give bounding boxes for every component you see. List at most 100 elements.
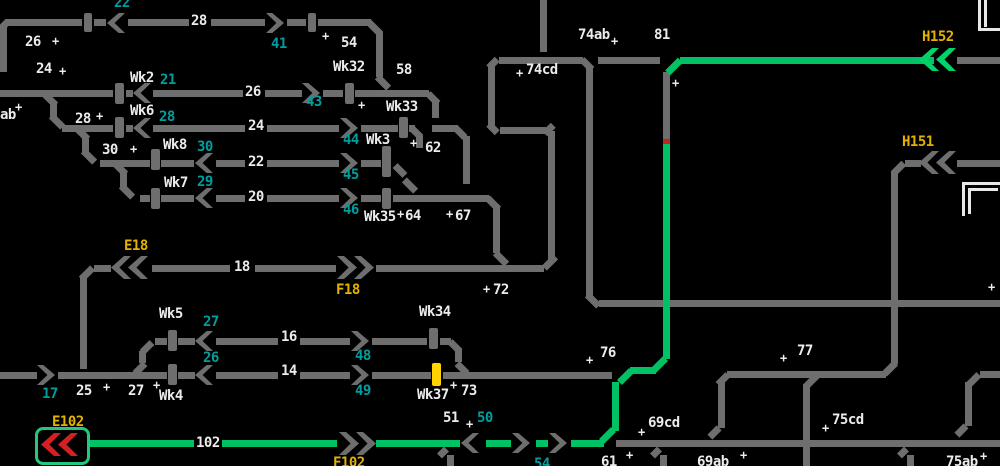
track-bend — [953, 422, 969, 438]
shunt-signal-27-icon[interactable] — [195, 331, 213, 351]
label-21: 21 — [160, 72, 176, 88]
track-segment — [957, 159, 1000, 167]
switch-Wk5-bar[interactable] — [168, 330, 177, 351]
route-track-segment — [663, 144, 670, 359]
switch-Wk4-bar[interactable] — [168, 364, 177, 385]
track-segment — [178, 337, 195, 345]
signal-F18-icon[interactable] — [354, 256, 374, 279]
switch-Wk33-bar[interactable] — [399, 117, 408, 138]
label-62: 62 — [425, 140, 441, 156]
plus-marker: + — [988, 280, 996, 294]
label-26: 26 — [203, 350, 219, 366]
signal-E18-icon[interactable] — [128, 256, 148, 279]
track-segment — [126, 124, 133, 132]
label-75cd: 75cd — [832, 412, 864, 428]
label-73: 73 — [461, 383, 477, 399]
shunt-signal-54b-icon[interactable] — [549, 433, 567, 453]
label-28: 28 — [191, 13, 207, 29]
track-segment — [152, 264, 230, 272]
track-segment — [126, 89, 133, 97]
route-track-segment — [376, 439, 460, 447]
track-bend — [616, 367, 634, 385]
signal-H152-icon[interactable] — [936, 48, 956, 71]
signal-F102-icon[interactable] — [356, 432, 376, 455]
track-segment — [393, 194, 489, 202]
track-segment — [718, 382, 725, 428]
track-bend — [598, 426, 616, 444]
track-segment — [178, 371, 195, 379]
label-29: 29 — [197, 174, 213, 190]
plus-marker: + — [516, 66, 524, 80]
switch-Wk6-bar[interactable] — [115, 117, 124, 138]
shunt-signal-54-icon[interactable] — [512, 433, 530, 453]
label-81: 81 — [654, 27, 670, 43]
label-F18: F18 — [336, 282, 360, 298]
plus-marker: + — [153, 378, 161, 392]
track-segment — [216, 159, 245, 167]
plus-marker: + — [397, 207, 405, 221]
shunt-signal-50-icon[interactable] — [461, 433, 479, 453]
track-segment — [94, 264, 111, 272]
shunt-signal-28-icon[interactable] — [133, 118, 151, 138]
label-64: 64 — [405, 208, 421, 224]
label-27: 27 — [128, 383, 144, 399]
track-segment — [957, 56, 1000, 64]
shunt-signal-29-icon[interactable] — [195, 188, 213, 208]
switch-Wk7-bar[interactable] — [151, 188, 160, 209]
label-Wk34: Wk34 — [419, 304, 451, 320]
track-segment — [287, 18, 306, 26]
track-segment — [891, 172, 898, 364]
signal-F102-icon[interactable] — [339, 432, 359, 455]
shunt-signal-22-icon[interactable] — [107, 13, 125, 33]
plus-marker: + — [780, 351, 788, 365]
label-61: 61 — [601, 454, 617, 466]
label-Wk6: Wk6 — [130, 103, 154, 119]
plus-marker: + — [322, 29, 330, 43]
track-bend — [78, 264, 96, 282]
label-69cd: 69cd — [648, 415, 680, 431]
label-67: 67 — [455, 208, 471, 224]
label-F102: F102 — [333, 455, 365, 466]
shunt-signal-26-icon[interactable] — [195, 365, 213, 385]
switch-Wk8-bar[interactable] — [151, 149, 160, 170]
switch-Wk3-bar[interactable] — [382, 146, 391, 177]
signal-H151-icon[interactable] — [936, 151, 956, 174]
label-50: 50 — [477, 410, 493, 426]
shunt-signal-49-icon[interactable] — [351, 365, 369, 385]
shunt-signal-21-icon[interactable] — [133, 83, 151, 103]
track-segment — [727, 370, 886, 378]
shunt-signal-17-icon[interactable] — [37, 365, 55, 385]
platform-marker-top-right — [978, 28, 1000, 31]
label-51: 51 — [443, 410, 459, 426]
track-segment — [0, 371, 37, 379]
label-49: 49 — [355, 383, 371, 399]
track-segment — [216, 371, 278, 379]
track-segment — [161, 194, 194, 202]
track-bend — [392, 162, 408, 178]
switch-Wk32-bar[interactable] — [345, 83, 354, 104]
signal-F18-icon[interactable] — [337, 256, 357, 279]
track-segment — [586, 68, 593, 297]
track-bend — [425, 90, 441, 106]
switch-Wk9-bar[interactable] — [84, 13, 92, 32]
track-bend — [665, 57, 683, 75]
plus-marker: + — [59, 64, 67, 78]
label-54: 54 — [341, 35, 357, 51]
switch-Wk2-bar[interactable] — [115, 83, 124, 104]
switch-Wk35-bar[interactable] — [382, 188, 391, 209]
switch-Wk34-bar[interactable] — [429, 328, 438, 349]
label-41: 41 — [271, 36, 287, 52]
shunt-signal-30-icon[interactable] — [195, 153, 213, 173]
track-bend — [706, 424, 722, 440]
track-segment — [265, 89, 302, 97]
label-30: 30 — [197, 139, 213, 155]
switch-Wk37-bar-occupied[interactable] — [432, 363, 441, 386]
track-bend — [484, 194, 502, 212]
switch-Wk31-bar[interactable] — [308, 13, 316, 32]
plus-marker: + — [52, 34, 60, 48]
track-segment — [361, 124, 398, 132]
track-segment — [803, 384, 810, 466]
shunt-signal-41-icon[interactable] — [266, 13, 284, 33]
platform-marker-mid-right — [968, 188, 998, 191]
label-22: 22 — [248, 154, 264, 170]
